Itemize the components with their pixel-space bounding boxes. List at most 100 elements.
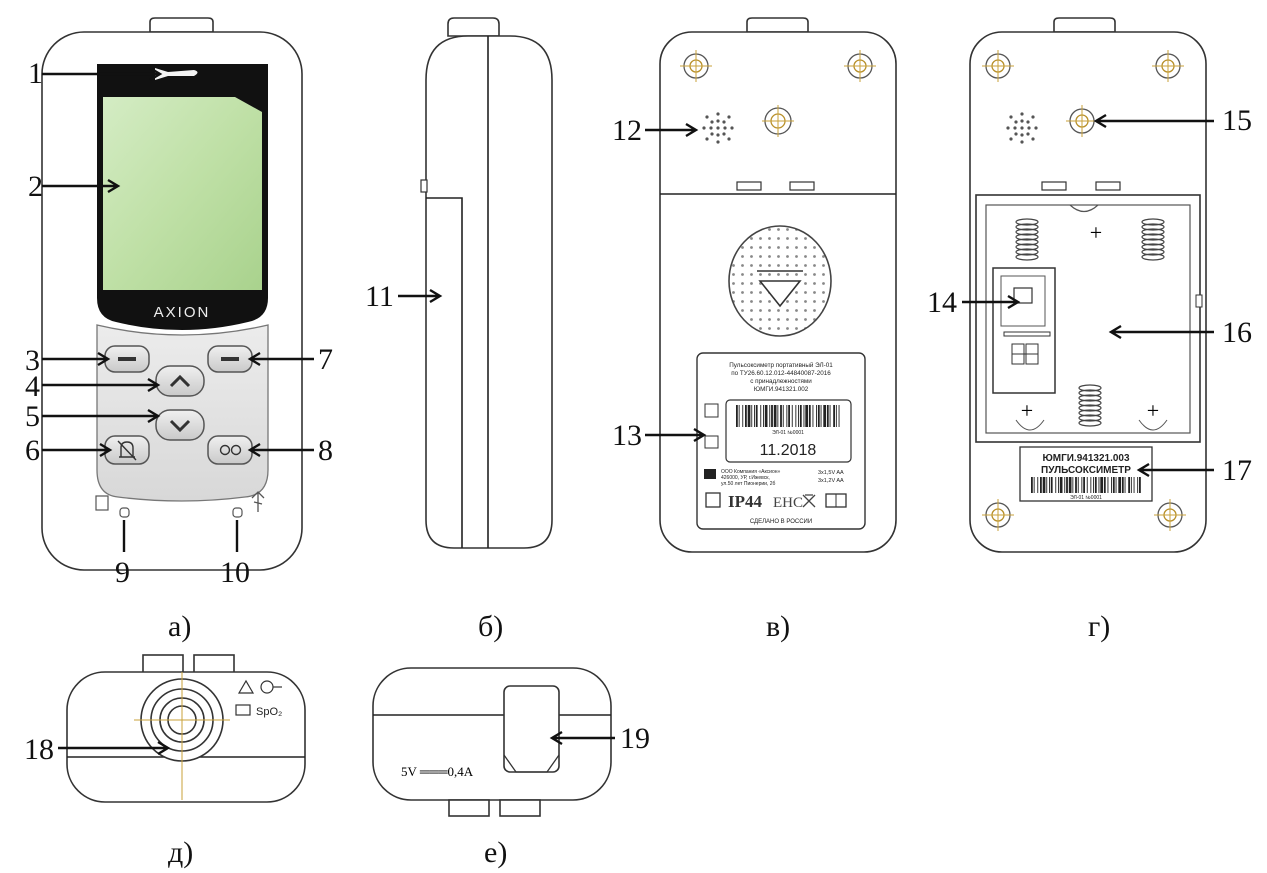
back-barcode <box>736 405 840 427</box>
back-label: Пульсоксиметр портативный ЭЛ-01 по ТУ26.… <box>696 352 866 530</box>
compartment-serial: ЭЛ-01 №0001 <box>1070 495 1102 501</box>
callout-5: 5 <box>25 400 40 433</box>
open-screw-br <box>1154 499 1186 531</box>
card-slot[interactable] <box>992 267 1056 394</box>
compartment-label: ЮМГИ.941321.003 ПУЛЬСОКСИМЕТР ЭЛ-01 №000… <box>1019 446 1153 502</box>
label-line-4: ЮМГИ.941321.002 <box>754 386 809 393</box>
warning-icon <box>237 679 255 694</box>
open-screw-center <box>1066 105 1098 137</box>
speaker-grille <box>702 112 734 144</box>
label-line-1: Пульсоксиметр портативный ЭЛ-01 <box>729 361 833 369</box>
battery-indicator <box>95 495 130 518</box>
left-soft-button[interactable] <box>104 345 150 373</box>
bottom-body <box>372 667 612 801</box>
plus-sign-1: + <box>1090 220 1102 245</box>
spo2-label: SpO₂ <box>256 706 282 718</box>
lcd-screen <box>103 97 262 290</box>
battery-springs <box>1015 218 1165 427</box>
callout-19: 19 <box>620 722 650 755</box>
made-in-label: СДЕЛАНО В РОССИИ <box>750 519 812 525</box>
callout-6: 6 <box>25 434 40 467</box>
callout-9: 9 <box>115 556 130 589</box>
battery-spec-2: 3x1,2V AA <box>818 478 844 484</box>
callout-12: 12 <box>612 114 642 147</box>
top-clip-left <box>142 654 184 674</box>
manufacturer-icon <box>704 469 716 479</box>
callout-15: 15 <box>1222 104 1252 137</box>
usb-icon <box>251 491 265 512</box>
caption-front: а) <box>168 610 191 643</box>
open-screw-tr <box>1152 50 1184 82</box>
open-screw-bl <box>982 499 1014 531</box>
back-view: Пульсоксиметр портативный ЭЛ-01 по ТУ26.… <box>612 17 897 643</box>
battery-icon <box>95 495 109 511</box>
sensor-connector[interactable] <box>134 672 230 800</box>
usb-indicator <box>232 491 265 518</box>
bottom-view: 5V ═══0,4A 19 е) <box>372 667 650 869</box>
manufacturer-line-1: ООО Компания «Аксион» <box>721 469 781 475</box>
callout-11: 11 <box>365 280 394 313</box>
back-screw-right <box>844 50 876 82</box>
class-ii-icon <box>705 492 721 508</box>
ip-rating: IP44 <box>728 492 763 511</box>
caption-bottom: е) <box>484 836 507 869</box>
callout-13: 13 <box>612 419 642 452</box>
battery-cover-grip[interactable] <box>728 225 832 337</box>
brand-logo: AXION <box>154 304 211 321</box>
led-indicator <box>155 68 198 80</box>
callout-4: 4 <box>25 370 40 403</box>
callout-1: 1 <box>28 57 43 90</box>
label-line-2: по ТУ26.60.12.012-44840087-2016 <box>731 370 831 377</box>
callout-3: 3 <box>25 344 40 377</box>
callout-14: 14 <box>927 286 957 319</box>
power-spec-label: 5V ═══0,4A <box>401 764 474 779</box>
caption-side: б) <box>478 610 503 643</box>
usb-port[interactable] <box>503 685 560 773</box>
callout-16: 16 <box>1222 316 1252 349</box>
battery-compartment: + + + <box>975 194 1201 443</box>
side-top-clip <box>447 17 500 37</box>
compartment-code: ЮМГИ.941321.003 <box>1042 453 1130 464</box>
side-body <box>425 35 553 549</box>
front-view: AXION <box>25 17 333 643</box>
manufacturer-line-3: ул.50 лет Пионерии, 2б <box>721 481 775 487</box>
power-icon <box>219 444 231 456</box>
callout-7: 7 <box>318 343 333 376</box>
manufacturer-line-2: 426000, УР, г.Ижевск, <box>721 475 770 481</box>
compartment-title: ПУЛЬСОКСИМЕТР <box>1041 465 1131 476</box>
eac-icon: EHC <box>773 495 803 511</box>
right-soft-button[interactable] <box>207 345 253 373</box>
sn-icon <box>704 403 719 418</box>
callout-10: 10 <box>220 556 250 589</box>
caption-top: д) <box>168 836 193 869</box>
back-open-view: + + + ЮМГИ.941321.003 ПУЛЬСОКСИМЕТР ЭЛ-0… <box>927 17 1252 643</box>
label-line-3: с принадлежностями <box>750 378 812 385</box>
down-button[interactable] <box>155 409 205 441</box>
open-speaker-grille <box>1006 112 1038 144</box>
up-button[interactable] <box>155 365 205 397</box>
back-screw-left <box>680 50 712 82</box>
plus-sign-2: + <box>1021 398 1033 423</box>
side-view: 11 б) <box>365 17 553 643</box>
caption-back: в) <box>766 610 790 643</box>
callout-2: 2 <box>28 170 43 203</box>
caption-back-open: г) <box>1088 610 1110 643</box>
label-date: 11.2018 <box>760 442 817 459</box>
callout-18: 18 <box>24 733 54 766</box>
back-screw-center <box>762 105 794 137</box>
battery-spec-1: 3x1,5V AA <box>818 470 844 476</box>
front-top-clip <box>149 17 214 33</box>
compartment-barcode <box>1031 477 1141 493</box>
callout-17: 17 <box>1222 454 1252 487</box>
plus-sign-3: + <box>1147 398 1159 423</box>
open-screw-tl <box>982 50 1014 82</box>
defib-icon <box>235 704 251 716</box>
power-button[interactable] <box>207 435 253 465</box>
label-serial: ЭЛ-01 №0001 <box>772 430 804 436</box>
top-view: SpO₂ 18 д) <box>24 654 306 869</box>
alarm-mute-button[interactable] <box>104 435 150 465</box>
date-icon <box>704 435 719 449</box>
callout-8: 8 <box>318 434 333 467</box>
weee-icon <box>802 494 816 508</box>
